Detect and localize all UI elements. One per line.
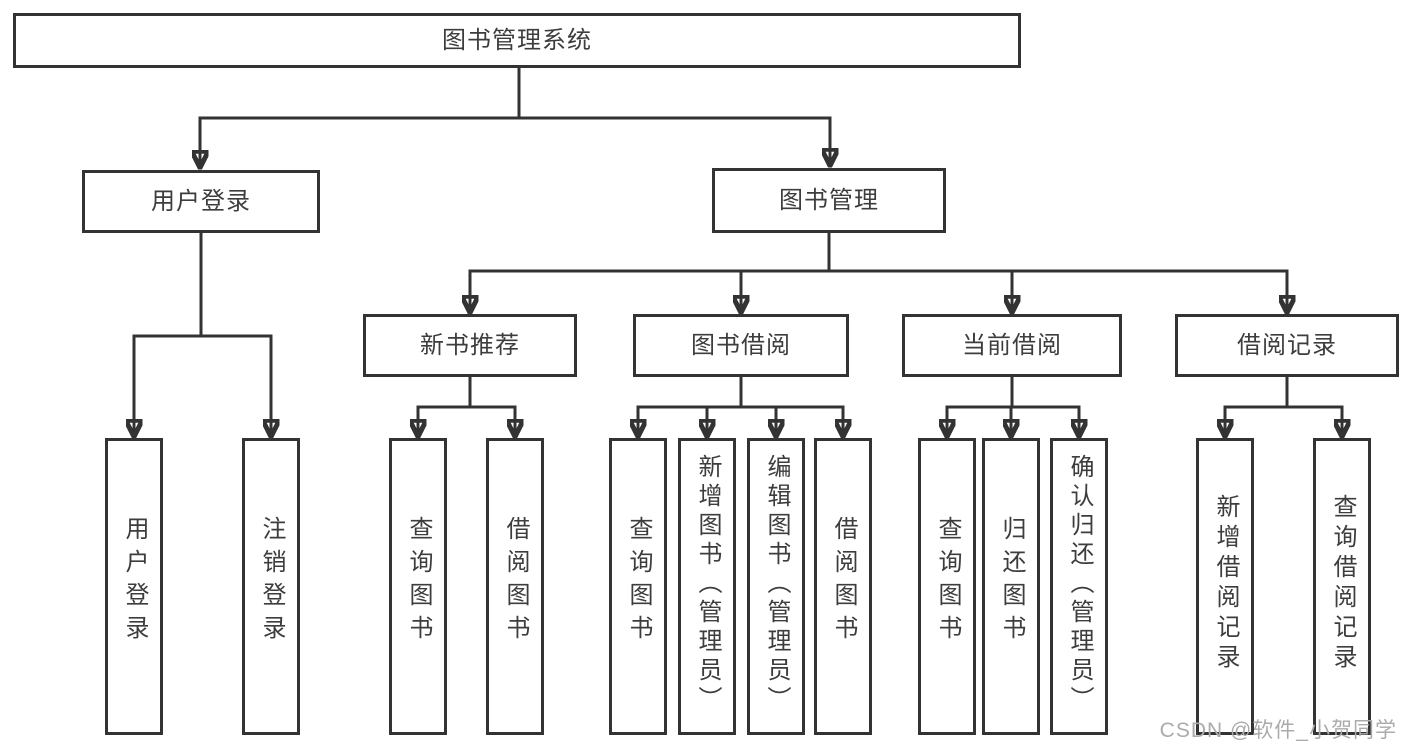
leaf-add-books-admin: 新增图书（管理员）: [678, 438, 736, 735]
leaf-edit-books-admin: 编辑图书（管理员）: [747, 438, 805, 735]
node-borrow-records: 借阅记录: [1175, 314, 1399, 377]
node-library-system: 图书管理系统: [13, 13, 1021, 68]
leaf-label: 查询借阅记录: [1329, 493, 1356, 674]
leaf-label: 查询图书: [934, 516, 961, 648]
node-label: 图书管理系统: [442, 26, 592, 54]
leaf-label: 借阅图书: [830, 516, 857, 648]
leaf-query-borrow-record: 查询借阅记录: [1313, 438, 1371, 735]
leaf-label: 查询图书: [405, 516, 432, 648]
leaf-label: 新增借阅记录: [1212, 493, 1239, 674]
node-label: 当前借阅: [962, 331, 1062, 359]
leaf-borrow-books-recommend: 借阅图书: [486, 438, 544, 735]
leaf-query-books-recommend: 查询图书: [389, 438, 447, 735]
leaf-query-books-current: 查询图书: [918, 438, 976, 735]
node-label: 图书管理: [779, 186, 879, 214]
leaf-logout: 注销登录: [242, 438, 300, 735]
leaf-return-books: 归还图书: [982, 438, 1040, 735]
node-book-borrow: 图书借阅: [633, 314, 849, 377]
csdn-watermark: CSDN @软件_小贺同学: [1159, 719, 1397, 742]
node-label: 新书推荐: [420, 331, 520, 359]
leaf-label: 归还图书: [998, 516, 1025, 648]
leaf-label: 查询图书: [625, 516, 652, 648]
leaf-query-books-borrow: 查询图书: [609, 438, 667, 735]
node-user-login: 用户登录: [82, 170, 320, 233]
node-current-borrow: 当前借阅: [902, 314, 1122, 377]
node-label: 借阅记录: [1237, 331, 1337, 359]
node-label: 图书借阅: [691, 331, 791, 359]
node-label: 用户登录: [151, 187, 251, 215]
leaf-confirm-return-admin: 确认归还（管理员）: [1050, 438, 1108, 735]
leaf-borrow-books: 借阅图书: [814, 438, 872, 735]
leaf-label: 用户登录: [121, 516, 148, 648]
leaf-label: 确认归还（管理员）: [1066, 453, 1093, 715]
leaf-label: 新增图书（管理员）: [694, 453, 721, 715]
node-new-book-recommend: 新书推荐: [363, 314, 577, 377]
leaf-user-login: 用户登录: [105, 438, 163, 735]
leaf-add-borrow-record: 新增借阅记录: [1196, 438, 1254, 735]
leaf-label: 注销登录: [258, 516, 285, 648]
node-book-management: 图书管理: [712, 168, 946, 233]
leaf-label: 借阅图书: [502, 516, 529, 648]
leaf-label: 编辑图书（管理员）: [763, 453, 790, 715]
